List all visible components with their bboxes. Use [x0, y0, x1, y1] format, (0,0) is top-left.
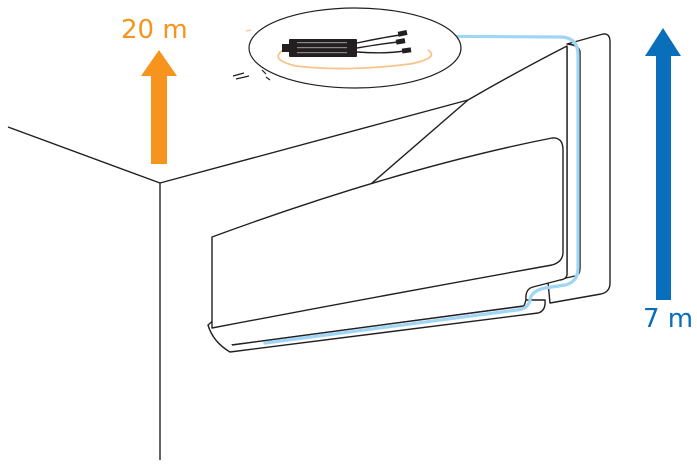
- orange-height-label: 20 m: [121, 15, 188, 45]
- cable-route: [263, 34, 580, 345]
- blue-up-arrow-icon: [645, 28, 681, 300]
- ceiling-void-detail: [245, 7, 462, 89]
- ac-front-panel: [211, 137, 564, 329]
- orange-cable: [277, 44, 433, 70]
- ceiling-edge-right: [159, 99, 469, 184]
- adapter-device-icon: [282, 30, 412, 57]
- ac-side-bracket: [547, 33, 611, 304]
- ceiling-edge-left: [7, 126, 161, 184]
- screw-marks: [232, 69, 271, 81]
- room-corner: [7, 99, 469, 460]
- orange-up-arrow-icon: [141, 50, 177, 164]
- small-mark: [245, 29, 252, 32]
- blue-height-label: 7 m: [643, 304, 694, 334]
